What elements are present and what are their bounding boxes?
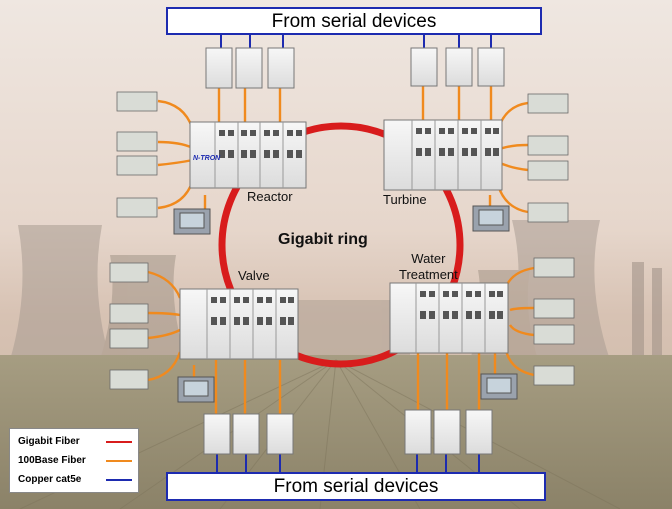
switch-water-treatment	[389, 282, 509, 354]
legend-label: Copper cat5e	[18, 474, 82, 485]
legend-item-100base-fiber: 100Base Fiber	[18, 454, 136, 468]
legend-label: 100Base Fiber	[18, 455, 86, 466]
switch-valve	[179, 288, 299, 360]
legend-label: Gigabit Fiber	[18, 436, 80, 447]
serial-devices-top-box: From serial devices	[166, 7, 542, 35]
legend-swatch	[106, 479, 132, 481]
copper-links	[216, 35, 492, 472]
switch-reactor: N-TRON	[189, 121, 307, 189]
reactor-label: Reactor	[247, 189, 293, 204]
io-racks	[109, 91, 575, 390]
turbine-label: Turbine	[383, 192, 427, 207]
svg-text:N-TRON: N-TRON	[193, 155, 221, 162]
water-treatment-label-line2: Treatment	[399, 267, 458, 282]
gigabit-ring-label: Gigabit ring	[278, 231, 368, 248]
valve-label: Valve	[238, 268, 270, 283]
hmi-panels	[173, 205, 518, 403]
gigabit-ring	[218, 122, 464, 368]
water-treatment-label: Water Treatment	[399, 251, 458, 283]
serial-devices-bottom-box: From serial devices	[166, 472, 546, 501]
legend-item-gigabit-fiber: Gigabit Fiber	[18, 435, 136, 449]
legend-item-copper-cat5e: Copper cat5e	[18, 473, 136, 487]
serial-converters	[203, 47, 505, 455]
legend-swatch	[106, 460, 132, 462]
water-treatment-label-line1: Water	[411, 251, 446, 266]
legend: Gigabit Fiber 100Base Fiber Copper cat5e	[9, 428, 139, 493]
switch-turbine	[383, 119, 503, 191]
legend-swatch	[106, 441, 132, 443]
